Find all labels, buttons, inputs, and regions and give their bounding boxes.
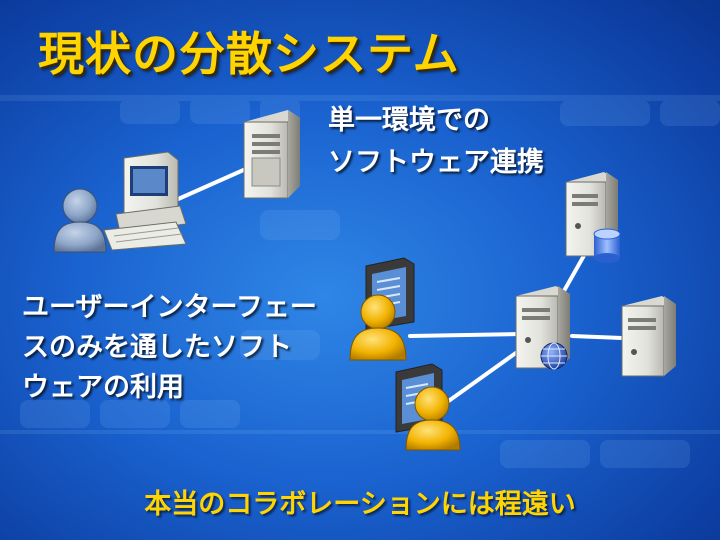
callout-line: スのみを通したソフト <box>22 332 292 363</box>
database-server-icon <box>565 172 621 263</box>
tower-server-icon <box>243 110 300 199</box>
callout-line: ウェアの利用 <box>22 372 184 403</box>
user-icon-gold-lower <box>405 386 461 451</box>
user-icon-gold <box>349 294 407 361</box>
connection-lines <box>174 166 624 412</box>
callout-line: ユーザーインターフェー <box>22 292 317 323</box>
slide-footer: 本当のコラボレーションには程遠い <box>144 489 576 520</box>
slide-title: 現状の分散システム <box>38 27 460 81</box>
callout-ui-only: ユーザーインターフェー スのみを通したソフト ウェアの利用 <box>22 288 317 408</box>
tower-server-icon-right <box>621 296 676 377</box>
web-server-icon <box>515 286 570 370</box>
desktop-pc-icon <box>103 151 187 251</box>
user-icon-gray <box>53 188 107 253</box>
callout-line: 単一環境での <box>328 105 490 136</box>
callout-single-environment: 単一環境での ソフトウェア連携 <box>328 100 544 184</box>
callout-line: ソフトウェア連携 <box>328 147 544 178</box>
